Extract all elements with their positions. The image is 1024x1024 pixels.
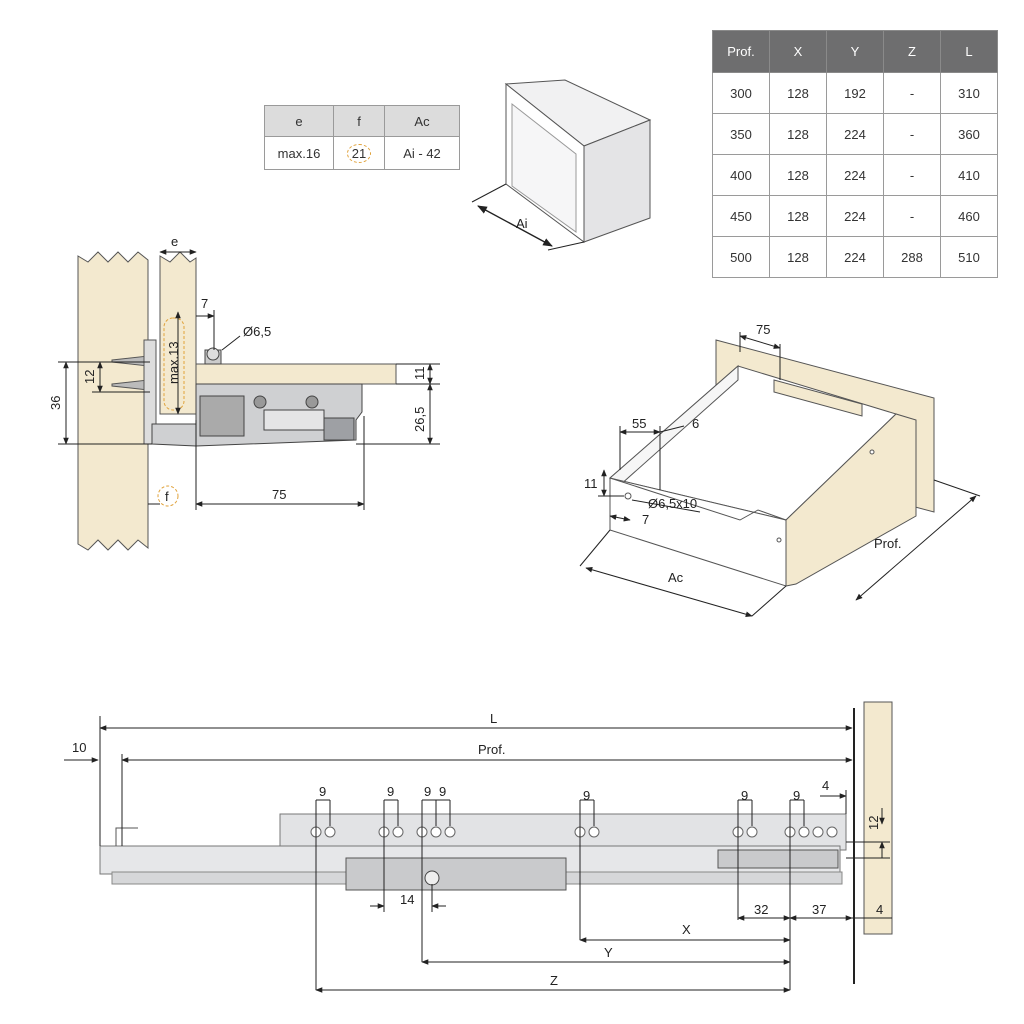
side-dim-9: 9 [319,784,326,799]
cell: - [883,154,941,196]
locking-device [345,857,567,891]
dim-12: 12 [82,370,97,384]
iso-dim-prof: Prof. [874,536,901,551]
side-dim-y: Y [604,945,613,960]
cell: - [883,72,941,114]
cell: 460 [940,195,998,237]
cell: 128 [769,154,827,196]
side-dim-12: 12 [866,816,881,830]
cell: 410 [940,154,998,196]
dim-f: f [165,489,169,504]
cell: 224 [826,154,884,196]
side-dim-14: 14 [400,892,414,907]
side-dim-4-bottom: 4 [876,902,883,917]
iso-dim-75: 75 [756,322,770,337]
cell: 288 [883,236,941,278]
value-f: 21 [346,143,372,163]
side-dim-x: X [682,922,691,937]
side-wood-panel [863,701,893,935]
side-dim-z: Z [550,973,558,988]
runner-side-view [64,701,893,993]
side-dim-9: 9 [439,784,446,799]
side-dim-9: 9 [583,788,590,803]
side-dim-4-top: 4 [822,778,829,793]
cell: 350 [712,113,770,155]
ai-dimension-line [477,205,553,247]
iso-dim-7: 7 [642,512,649,527]
cell: - [883,195,941,237]
hook-peg [204,347,222,365]
dim-hole-6-5: Ø6,5 [243,324,271,339]
iso-dim-hole: Ø6,5x10 [648,496,697,511]
cabinet-side-panel [77,251,149,551]
side-dim-l: L [490,711,497,726]
side-dim-9: 9 [387,784,394,799]
drawer-bottom [195,363,397,385]
cell: 450 [712,195,770,237]
side-dim-32: 32 [754,902,768,917]
side-dim-prof: Prof. [478,742,505,757]
cabinet-rail [279,813,847,851]
cell: 400 [712,154,770,196]
iso-dim-6: 6 [692,416,699,431]
ai-label: Ai [516,216,528,231]
value-ac: Ai - 42 [384,136,460,170]
cell: 360 [940,113,998,155]
side-dim-9: 9 [793,788,800,803]
side-dim-10: 10 [72,740,86,755]
header-l: L [940,30,998,73]
max13-highlight [163,317,185,411]
dim-75: 75 [272,487,286,502]
dim-7: 7 [201,296,208,311]
cell: - [883,113,941,155]
iso-dim-55: 55 [632,416,646,431]
cell: 128 [769,236,827,278]
dim-11: 11 [412,367,427,381]
cell: 224 [826,236,884,278]
header-prof: Prof. [712,30,770,73]
iso-dim-ac: Ac [668,570,684,585]
side-dim-9: 9 [741,788,748,803]
cell: 310 [940,72,998,114]
cell: 128 [769,195,827,237]
side-dim-9: 9 [424,784,431,799]
runner-mechanism [151,383,363,447]
cell: 510 [940,236,998,278]
dim-e: e [171,234,178,249]
side-dim-37: 37 [812,902,826,917]
rear-catch [717,849,839,869]
cell: 500 [712,236,770,278]
cell: 300 [712,72,770,114]
header-z: Z [883,30,941,73]
value-e: max.16 [264,136,334,170]
cell: 128 [769,113,827,155]
header-ac: Ac [384,105,460,137]
iso-dim-11: 11 [584,476,598,491]
header-e: e [264,105,334,137]
header-x: X [769,30,827,73]
cell: 128 [769,72,827,114]
cell: 192 [826,72,884,114]
cabinet-box-illustration [471,79,652,251]
isometric-drawer [579,332,981,617]
table-header-row: Prof. X Y Z L [712,30,998,73]
e-f-ac-table: e f Ac max.16 21 Ai - 42 [264,105,460,170]
cross-section-view [58,249,440,551]
dim-36: 36 [48,396,63,410]
dim-26-5: 26,5 [412,407,427,432]
cell: 224 [826,195,884,237]
dim-max13: max.13 [166,341,181,384]
